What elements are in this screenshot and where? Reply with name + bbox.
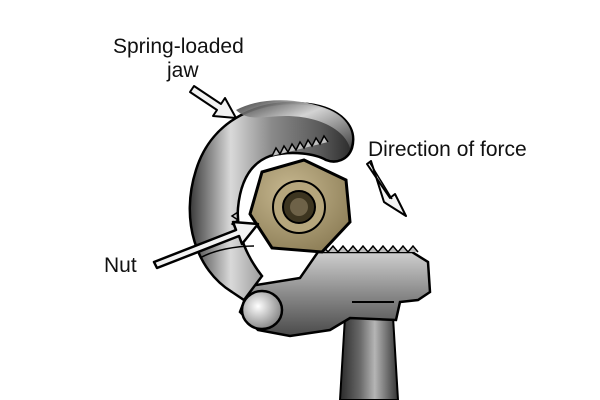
arrow-to-jaw xyxy=(189,85,237,119)
spring-loaded-jaw-label-line1: Spring-loaded xyxy=(113,35,244,58)
spring-loaded-jaw xyxy=(188,100,355,302)
arrow-to-nut xyxy=(152,220,260,270)
hex-nut xyxy=(248,158,352,254)
fixed-jaw-body xyxy=(238,244,432,338)
nut-label: Nut xyxy=(104,254,137,277)
spring-loaded-jaw-label-line2: jaw xyxy=(167,59,199,83)
spring-loaded-jaw-label: Spring-loaded jaw xyxy=(113,35,283,83)
direction-of-force-label: Direction of force xyxy=(368,138,527,161)
pivot-pin xyxy=(240,289,284,331)
arrow-direction-of-force xyxy=(366,160,407,217)
